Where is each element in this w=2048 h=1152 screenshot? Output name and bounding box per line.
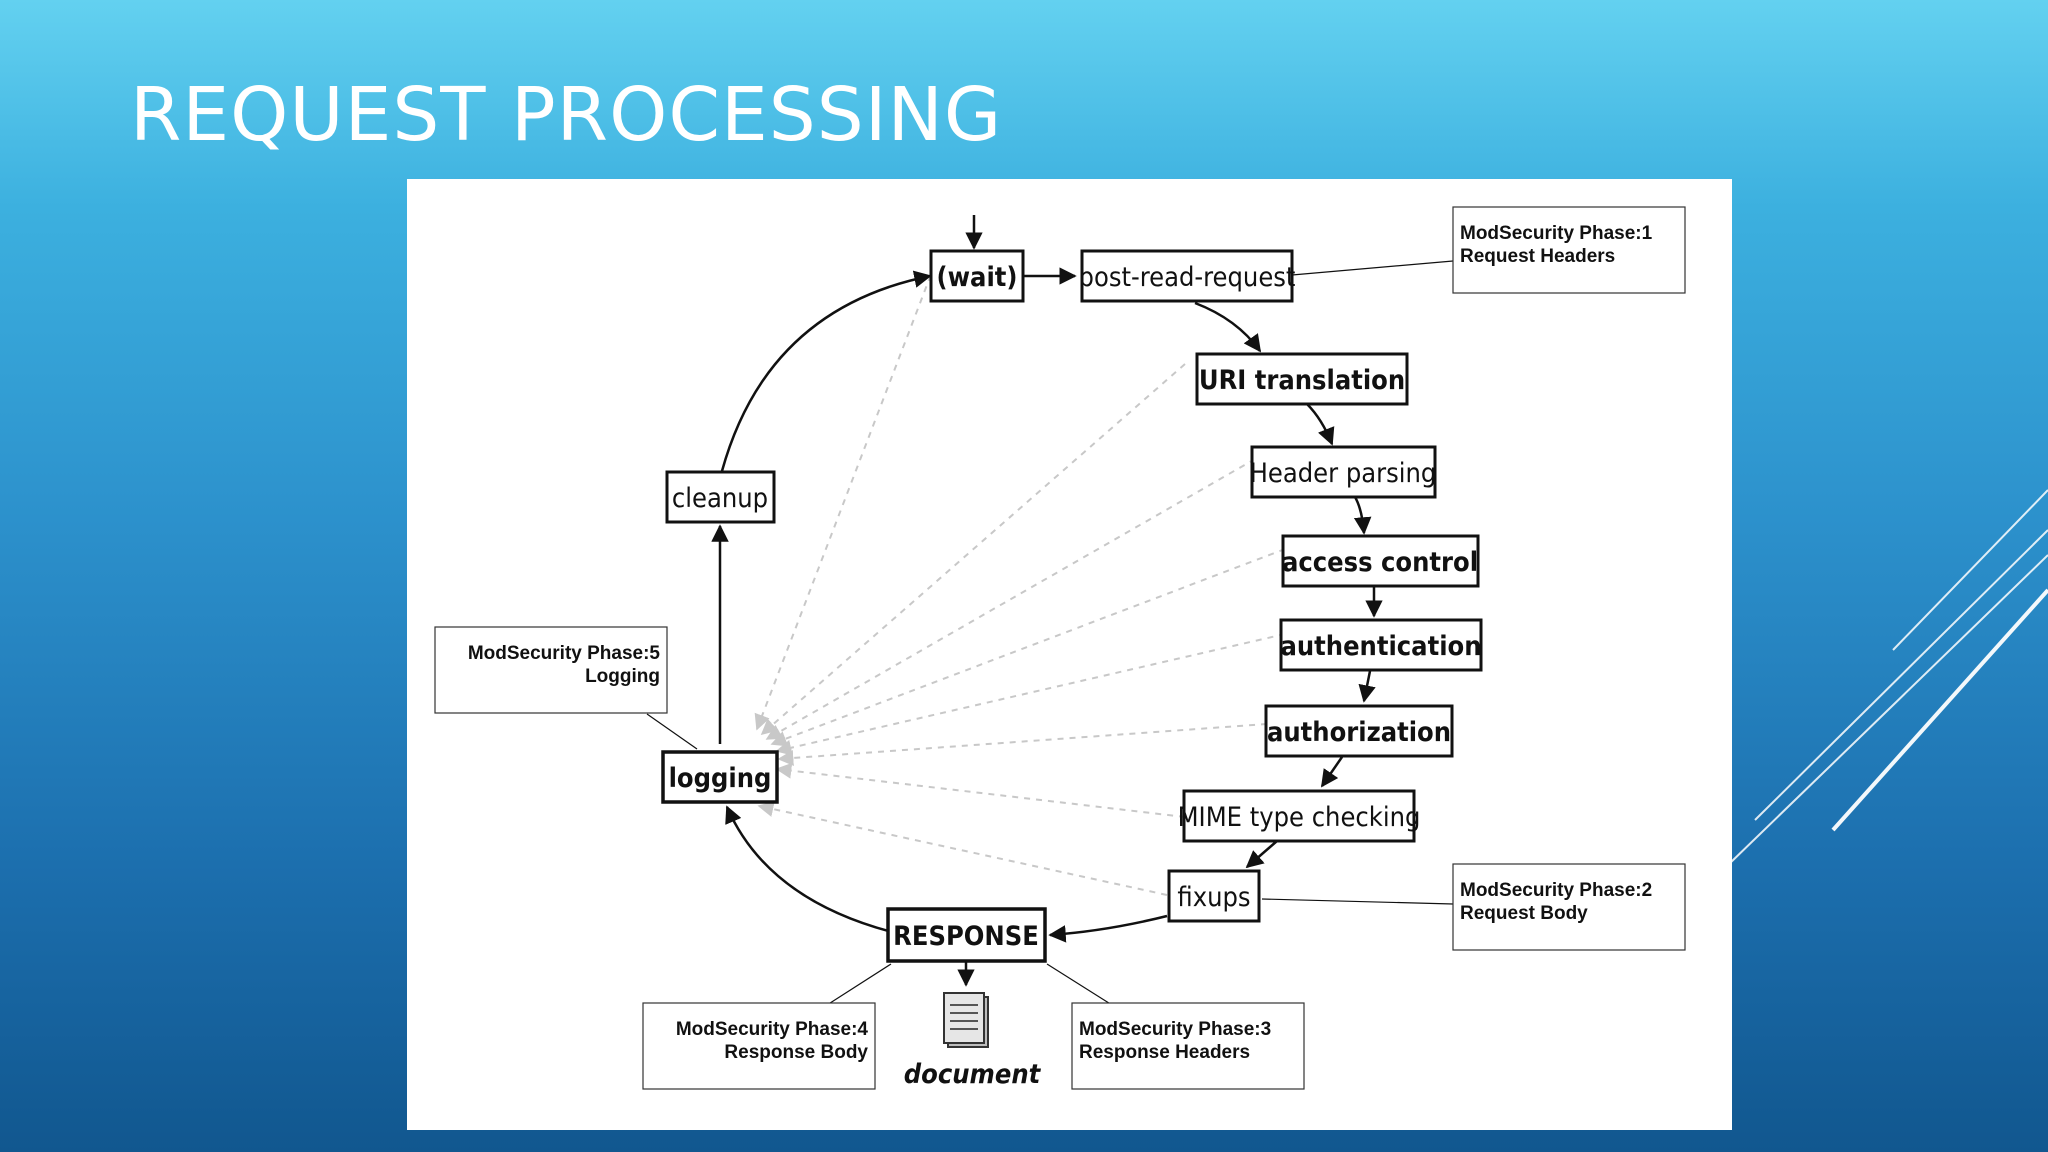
svg-text:Header parsing: Header parsing <box>1250 458 1437 489</box>
svg-text:ModSecurity Phase:1: ModSecurity Phase:1 <box>1460 223 1653 244</box>
svg-text:ModSecurity Phase:5: ModSecurity Phase:5 <box>468 643 661 664</box>
dashed-arrows <box>754 263 1286 896</box>
stage-uri-translation: URI translation <box>1195 352 1409 406</box>
note-phase-4: ModSecurity Phase:4 Response Body <box>642 1002 876 1090</box>
slide-title: REQUEST PROCESSING <box>130 72 1003 158</box>
stage-mime-type-checking: MIME type checking <box>1178 789 1421 843</box>
svg-text:(wait): (wait) <box>937 262 1018 293</box>
svg-text:ModSecurity Phase:3: ModSecurity Phase:3 <box>1079 1019 1271 1040</box>
document-icon <box>943 992 989 1048</box>
note-phase-2: ModSecurity Phase:2 Request Body <box>1452 863 1686 951</box>
stage-wait: (wait) <box>929 249 1025 303</box>
svg-text:RESPONSE: RESPONSE <box>893 921 1039 952</box>
svg-text:Response Body: Response Body <box>724 1042 868 1063</box>
svg-text:Response Headers: Response Headers <box>1079 1042 1250 1063</box>
note-phase-3: ModSecurity Phase:3 Response Headers <box>1071 1002 1305 1090</box>
stage-header-parsing: Header parsing <box>1250 445 1437 499</box>
stage-authentication: authentication <box>1279 618 1483 672</box>
stage-response: RESPONSE <box>886 907 1047 963</box>
stage-logging: logging <box>661 750 779 804</box>
svg-text:access control: access control <box>1282 547 1478 578</box>
flow-arrows <box>711 215 1383 987</box>
svg-text:authorization: authorization <box>1267 717 1451 748</box>
svg-text:fixups: fixups <box>1177 882 1250 913</box>
note-connectors <box>646 260 1454 1006</box>
decorative-lines <box>1727 489 2048 866</box>
stage-post-read-request: post-read-request <box>1079 249 1296 303</box>
document-label: document <box>904 1059 1042 1090</box>
stage-access-control: access control <box>1281 534 1480 588</box>
svg-text:MIME type checking: MIME type checking <box>1178 802 1421 833</box>
svg-text:ModSecurity Phase:4: ModSecurity Phase:4 <box>676 1019 869 1040</box>
svg-text:Request Body: Request Body <box>1460 903 1588 924</box>
svg-text:cleanup: cleanup <box>672 483 768 514</box>
request-processing-diagram: (wait) post-read-request URI translation… <box>407 179 1732 1130</box>
note-phase-1: ModSecurity Phase:1 Request Headers <box>1452 206 1686 294</box>
note-phase-5: ModSecurity Phase:5 Logging <box>434 626 668 714</box>
stage-fixups: fixups <box>1167 869 1261 923</box>
svg-text:URI translation: URI translation <box>1199 365 1405 396</box>
svg-text:authentication: authentication <box>1280 631 1481 662</box>
stage-authorization: authorization <box>1264 704 1454 758</box>
svg-text:Logging: Logging <box>585 666 660 687</box>
svg-text:ModSecurity Phase:2: ModSecurity Phase:2 <box>1460 880 1652 901</box>
svg-text:post-read-request: post-read-request <box>1079 262 1296 293</box>
svg-text:Request Headers: Request Headers <box>1460 246 1615 267</box>
stage-cleanup: cleanup <box>665 470 776 524</box>
svg-text:logging: logging <box>669 763 772 794</box>
